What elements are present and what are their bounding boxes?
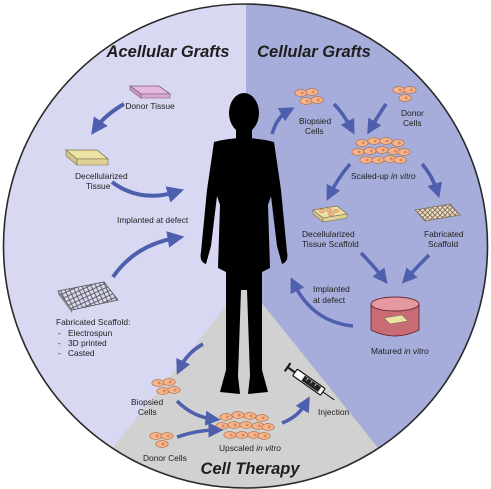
label-upscaled-in-vitro: Upscaled in vitro	[219, 443, 281, 453]
label-fabricated-scaffold: Fabricated Scaffold:	[56, 317, 130, 327]
label-cellular-at-defect: at defect	[313, 295, 346, 305]
cell-cluster-icon	[151, 378, 181, 395]
fab-item-electrospun: Electrospun	[68, 328, 113, 338]
label-decellularized: Decellularized	[75, 171, 128, 181]
arrow-donor-to-scaled	[367, 103, 388, 135]
label-injection: Injection	[318, 407, 350, 417]
header-cellular-grafts: Cellular Grafts	[257, 43, 371, 61]
fab-item-bullet-2: -	[58, 338, 61, 348]
bioreactor-dish-icon	[370, 296, 420, 337]
donor-tissue-icon	[128, 85, 172, 99]
arrow-donor-to-decell	[91, 102, 126, 135]
label-cellular-decellularized: Decellularized	[302, 229, 355, 239]
arrow-decell-to-dish	[359, 251, 388, 284]
therapy-arrows	[175, 342, 310, 439]
cell-cluster-icon	[294, 88, 324, 105]
cell-cluster-icon	[215, 411, 275, 440]
arrow-biopsy-to-upscaled	[175, 399, 221, 426]
fab-item-bullet-1: -	[58, 328, 61, 338]
label-therapy-biopsied: Biopsied	[131, 397, 163, 407]
fabricated-scaffold-icon	[414, 203, 461, 222]
cell-cluster-icon	[149, 432, 174, 448]
arrow-dish-to-body	[290, 277, 354, 328]
fabricated-scaffold-mesh-icon	[57, 281, 119, 313]
arrow-scaled-to-fab	[420, 162, 442, 199]
label-cellular-donor-cells: Cells	[403, 118, 422, 128]
cell-cluster-icon	[392, 86, 417, 102]
label-cellular-tissue-scaffold: Tissue Scaffold	[302, 239, 359, 249]
label-therapy-donor-cells: Donor Cells	[143, 453, 187, 463]
decellularized-tissue-icon	[64, 149, 110, 166]
fab-item-casted: Casted	[68, 348, 95, 358]
label-matured-in-vitro: Matured in vitro	[371, 346, 429, 356]
label-cellular-implanted: Implanted	[313, 284, 350, 294]
syringe-icon	[283, 362, 335, 401]
label-cellular-biopsied: Biopsied	[299, 116, 331, 126]
arrow-body-to-biopsy	[270, 107, 295, 135]
arrow-fab-to-dish	[401, 253, 431, 284]
header-acellular-grafts: Acellular Grafts	[106, 43, 230, 61]
fab-item-3d-printed: 3D printed	[68, 338, 107, 348]
label-decellularized-tissue: Tissue	[86, 181, 111, 191]
arrow-decell-to-body	[110, 180, 185, 203]
fab-item-bullet-3: -	[58, 348, 61, 358]
label-donor-tissue: Donor Tissue	[125, 101, 175, 111]
outer-ring	[2, 3, 489, 489]
cell-cluster-icon	[351, 137, 411, 164]
label-implanted-at-defect: Implanted at defect	[117, 215, 189, 225]
cellular-arrows	[270, 102, 442, 328]
arrow-donor-to-upscaled	[176, 422, 224, 439]
arrow-upscaled-to-injection	[281, 396, 310, 425]
arrow-body-to-therapy-biopsy	[176, 342, 204, 375]
label-therapy-biopsied-cells: Cells	[138, 407, 157, 417]
header-cell-therapy: Cell Therapy	[200, 460, 300, 478]
label-cellular-scaffold: Scaffold	[428, 239, 458, 249]
decellularized-tissue-scaffold-icon	[312, 205, 348, 223]
acellular-arrows	[91, 102, 185, 279]
label-cellular-donor: Donor	[401, 108, 424, 118]
human-silhouette-icon	[200, 93, 288, 394]
label-cellular-fabricated: Fabricated	[424, 229, 464, 239]
arrow-scaled-to-decell	[326, 162, 352, 201]
label-cellular-biopsied-cells: Cells	[305, 126, 324, 136]
arrow-fab-to-body	[111, 231, 185, 279]
arrow-biopsy-to-scaled	[332, 102, 355, 135]
label-scaled-up-in-vitro: Scaled-up in vitro	[351, 171, 416, 181]
